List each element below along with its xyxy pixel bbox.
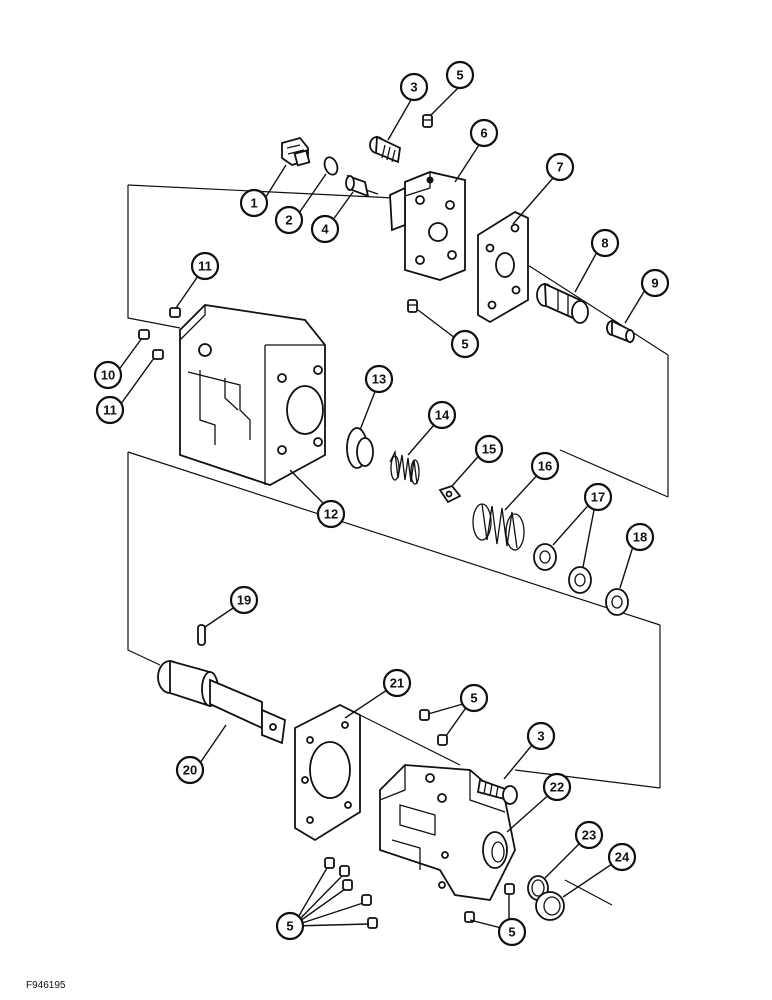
- svg-text:9: 9: [651, 276, 658, 291]
- svg-text:22: 22: [550, 780, 564, 795]
- callout-11-upper: 11: [190, 251, 220, 281]
- plunger-part-9: [606, 319, 635, 344]
- callout-5-housing-group: 5: [275, 911, 305, 941]
- pin-part-19: [197, 624, 206, 646]
- cover-part-6: [389, 171, 466, 281]
- svg-text:3: 3: [410, 80, 417, 95]
- set-screws-part-5-group: [324, 709, 515, 929]
- svg-text:2: 2: [285, 213, 292, 228]
- plug-part-11-upper: [169, 307, 181, 318]
- spool-part-20: [157, 659, 286, 745]
- svg-text:17: 17: [591, 490, 605, 505]
- callout-5-top: 5: [445, 60, 475, 90]
- callout-13: 13: [364, 364, 394, 394]
- callout-18: 18: [625, 522, 655, 552]
- svg-text:24: 24: [615, 850, 630, 865]
- sleeve-part-8: [536, 282, 589, 324]
- callout-5-housing-bottom: 5: [497, 917, 527, 947]
- set-screw-part-5-bottom: [407, 299, 418, 313]
- callout-24: 24: [607, 842, 637, 872]
- svg-text:5: 5: [456, 68, 463, 83]
- valve-housing-part-22: [379, 764, 516, 901]
- gasket-part-21: [294, 703, 361, 842]
- callout-10: 10: [93, 360, 123, 390]
- seal-part-24: [535, 891, 565, 921]
- svg-text:12: 12: [324, 507, 338, 522]
- callout-20: 20: [175, 755, 205, 785]
- callout-11-lower: 11: [95, 395, 125, 425]
- svg-text:6: 6: [480, 126, 487, 141]
- callout-8: 8: [590, 228, 620, 258]
- callout-3-bottom: 3: [526, 721, 556, 751]
- svg-text:13: 13: [372, 372, 386, 387]
- svg-text:5: 5: [470, 691, 477, 706]
- callout-14: 14: [427, 400, 457, 430]
- callout-17: 17: [583, 482, 613, 512]
- callout-6: 6: [469, 118, 499, 148]
- svg-text:10: 10: [101, 368, 115, 383]
- callout-2: 2: [274, 205, 304, 235]
- callout-7: 7: [545, 152, 575, 182]
- svg-text:1: 1: [250, 196, 257, 211]
- callout-3-top: 3: [399, 72, 429, 102]
- gasket-part-7: [477, 210, 529, 324]
- svg-text:15: 15: [482, 442, 496, 457]
- svg-text:20: 20: [183, 763, 197, 778]
- callout-19: 19: [229, 585, 259, 615]
- svg-text:3: 3: [537, 729, 544, 744]
- svg-text:14: 14: [435, 408, 450, 423]
- callout-15: 15: [474, 434, 504, 464]
- retainer-part-15: [438, 484, 462, 504]
- callout-16: 16: [530, 451, 560, 481]
- svg-text:18: 18: [633, 530, 647, 545]
- spring-part-14: [389, 449, 420, 485]
- svg-text:4: 4: [321, 222, 329, 237]
- svg-text:11: 11: [103, 403, 117, 418]
- plug-part-11-lower: [152, 349, 164, 360]
- spring-part-16: [472, 503, 525, 551]
- svg-text:23: 23: [582, 828, 596, 843]
- screw-part-3-bottom: [476, 778, 518, 805]
- svg-text:5: 5: [286, 919, 293, 934]
- valve-body-part-12: [179, 304, 326, 486]
- callout-21: 21: [382, 668, 412, 698]
- svg-text:16: 16: [538, 459, 552, 474]
- shim-part-17-a: [533, 543, 557, 571]
- svg-text:5: 5: [461, 337, 468, 352]
- figure-code: F946195: [26, 980, 66, 991]
- svg-text:11: 11: [198, 259, 212, 274]
- callout-1: 1: [239, 188, 269, 218]
- o-ring-part-2: [323, 156, 339, 176]
- svg-text:7: 7: [556, 160, 563, 175]
- callout-22: 22: [542, 772, 572, 802]
- shim-part-17-b: [568, 566, 592, 594]
- plug-part-10: [138, 329, 150, 340]
- callout-12: 12: [316, 499, 346, 529]
- set-screw-part-5-top: [422, 114, 433, 128]
- plug-part-1: [281, 136, 311, 167]
- svg-text:5: 5: [508, 925, 515, 940]
- callout-4: 4: [310, 214, 340, 244]
- screw-part-3-top: [369, 135, 401, 164]
- callout-23: 23: [574, 820, 604, 850]
- shim-part-18: [605, 588, 629, 616]
- callout-9: 9: [640, 268, 670, 298]
- spring-seat-part-13: [346, 427, 374, 469]
- pin-part-4: [345, 174, 379, 198]
- callout-5-housing-top: 5: [459, 683, 489, 713]
- assembly-axis-lines: [127, 184, 669, 906]
- callout-5-cover: 5: [450, 329, 480, 359]
- svg-text:21: 21: [390, 676, 404, 691]
- svg-text:8: 8: [601, 236, 608, 251]
- svg-text:19: 19: [237, 593, 251, 608]
